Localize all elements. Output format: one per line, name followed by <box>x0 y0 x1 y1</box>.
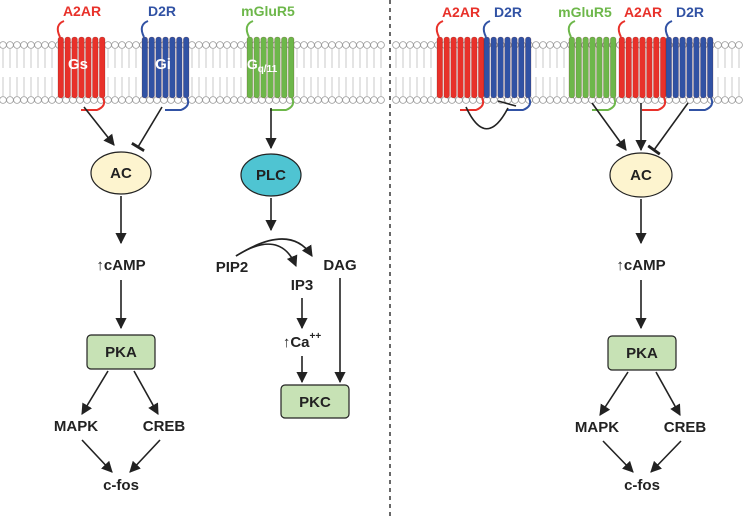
camp-label-left: ↑cAMP <box>96 257 145 274</box>
d2r-receptor-right-1 <box>482 20 532 111</box>
ca-label: ↑Ca++ <box>283 331 322 351</box>
cfos-label-right: c-fos <box>624 477 660 494</box>
arrow-a2ar-ac <box>83 106 115 146</box>
d2r-receptor-right-2 <box>664 20 714 111</box>
a2ar-label-right-1: A2AR <box>442 4 480 20</box>
pkc-label: PKC <box>299 394 331 411</box>
a2ar-receptor-right-1 <box>435 20 485 111</box>
d2r-label-right-2: D2R <box>676 4 704 20</box>
gi-label: Gi <box>155 56 171 73</box>
mglur5-receptor-right <box>567 20 617 111</box>
ca-sup: ++ <box>310 331 322 342</box>
arrow-mglur5-ac-right <box>591 102 627 151</box>
inhibit-d2r-ac-right <box>647 102 689 156</box>
ip3-label: IP3 <box>291 277 314 294</box>
pka-label-right: PKA <box>626 345 658 362</box>
pka-box-right <box>607 335 677 371</box>
creb-label-left: CREB <box>143 418 186 435</box>
mglur5-receptor-left <box>245 20 295 111</box>
a2ar-label-left: A2AR <box>63 3 101 19</box>
plc-label: PLC <box>256 167 286 184</box>
arrow-creb-cfos-left <box>129 439 161 473</box>
heteromer-inhibit-bar <box>497 100 517 107</box>
arrow-pka-creb-left <box>133 370 159 415</box>
arrow-mapk-cfos-right <box>602 440 634 473</box>
gq-base: G <box>247 56 258 72</box>
arrow-mapk-cfos-left <box>81 439 113 473</box>
inhibit-d2r-ac <box>131 106 163 152</box>
dag-label: DAG <box>323 257 356 274</box>
ac-node-left <box>90 151 152 195</box>
ac-node-right <box>609 152 673 198</box>
ca-base: ↑Ca <box>283 334 310 351</box>
cfos-label-left: c-fos <box>103 477 139 494</box>
ac-label-left: AC <box>110 165 132 182</box>
creb-label-right: CREB <box>664 419 707 436</box>
camp-label-right: ↑cAMP <box>616 257 665 274</box>
membrane-left <box>0 41 385 104</box>
arrow-creb-cfos-right <box>650 440 682 473</box>
arrow-pka-creb-right <box>655 371 681 416</box>
mglur5-label-left: mGluR5 <box>241 3 295 19</box>
gq-sub: q/11 <box>258 64 278 75</box>
arrow-pip2-ip3 <box>235 243 298 268</box>
gs-label: Gs <box>68 56 88 73</box>
pka-label-left: PKA <box>105 344 137 361</box>
a2ar-receptor-right-2 <box>617 20 667 111</box>
arrow-pka-mapk-right <box>599 371 629 416</box>
d2r-label-right-1: D2R <box>494 4 522 20</box>
receptor-group <box>56 20 714 111</box>
plc-node <box>240 153 302 197</box>
gq-label: Gq/11 <box>247 56 278 75</box>
ac-label-right: AC <box>630 167 652 184</box>
d2r-receptor-left <box>140 20 190 111</box>
pip2-label: PIP2 <box>216 259 249 276</box>
a2ar-receptor-left <box>56 20 106 111</box>
arrow-pip2-dag <box>235 238 313 257</box>
arrow-pka-mapk-left <box>81 370 109 415</box>
pka-box-left <box>86 334 156 370</box>
heteromer-curve <box>465 106 509 130</box>
pkc-box <box>280 384 350 419</box>
mapk-label-right: MAPK <box>575 419 619 436</box>
d2r-label-left: D2R <box>148 3 176 19</box>
mglur5-label-right: mGluR5 <box>558 4 612 20</box>
mapk-label-left: MAPK <box>54 418 98 435</box>
a2ar-label-right-2: A2AR <box>624 4 662 20</box>
